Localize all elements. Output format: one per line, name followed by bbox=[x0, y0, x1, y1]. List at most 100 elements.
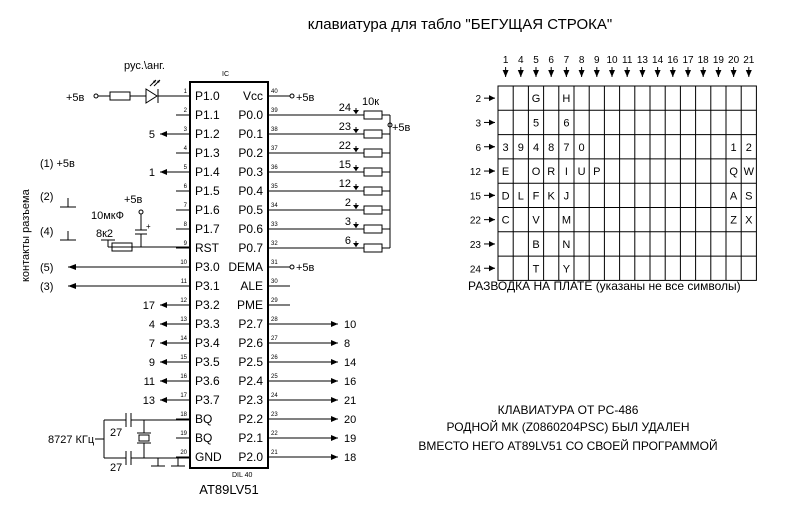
pin-name-right: P0.2 bbox=[238, 146, 263, 160]
matrix-col-label: 20 bbox=[728, 55, 740, 66]
matrix-key-symbol: 3 bbox=[503, 142, 509, 154]
matrix-key-symbol: J bbox=[564, 190, 570, 202]
pin-name-left: GND bbox=[195, 450, 222, 464]
pin-number-left: 6 bbox=[184, 184, 188, 190]
matrix-row-label: 3 bbox=[475, 118, 481, 129]
note-line-1: КЛАВИАТУРА ОТ PC-486 bbox=[498, 403, 639, 417]
pin-name-left: P1.1 bbox=[195, 108, 220, 122]
pin-name-left: P3.5 bbox=[195, 355, 220, 369]
pullup-resistor bbox=[363, 167, 383, 177]
pin-number-right: 36 bbox=[271, 165, 278, 171]
vcc-terminal bbox=[289, 93, 295, 99]
port-wire-label-left: 13 bbox=[143, 395, 155, 407]
matrix-key-symbol: L bbox=[518, 190, 524, 202]
pin-name-right: P2.2 bbox=[238, 412, 263, 426]
pin-number-right: 27 bbox=[271, 336, 278, 342]
port-wire-label-right: 2 bbox=[345, 197, 351, 209]
port-wire-label-right: 20 bbox=[344, 414, 356, 426]
pin-name-left: P1.6 bbox=[195, 203, 220, 217]
matrix-key-symbol: 1 bbox=[731, 142, 737, 154]
port-wire-label-right: 19 bbox=[344, 433, 356, 445]
crystal-frequency-label: 8727 КГц bbox=[48, 434, 95, 446]
conn-pin2-label: (2) bbox=[40, 191, 53, 203]
matrix-key-symbol: 8 bbox=[548, 142, 554, 154]
pin-number-left: 1 bbox=[184, 89, 188, 95]
pin-name-left: P3.0 bbox=[195, 260, 220, 274]
matrix-row-label: 22 bbox=[470, 216, 482, 227]
matrix-col-label: 17 bbox=[682, 55, 694, 66]
pin-name-right: P2.0 bbox=[238, 450, 263, 464]
pullup-resistor bbox=[363, 243, 383, 253]
led-label: рус.\анг. bbox=[124, 60, 165, 72]
pullup-resistor bbox=[363, 129, 383, 139]
pin-name-right: P2.5 bbox=[238, 355, 263, 369]
conn-pin1-label: (1) +5в bbox=[40, 158, 75, 170]
pin-number-right: 40 bbox=[271, 89, 278, 95]
port-wire-label-right: 12 bbox=[339, 178, 351, 190]
matrix-key-symbol: B bbox=[532, 239, 539, 251]
pin-number-left: 7 bbox=[184, 203, 188, 209]
led-resistor bbox=[109, 91, 131, 101]
pin-number-right: 32 bbox=[271, 241, 278, 247]
pin-number-right: 33 bbox=[271, 222, 278, 228]
matrix-key-symbol: K bbox=[548, 190, 556, 202]
matrix-key-symbol: V bbox=[532, 215, 540, 227]
pin-number-left: 5 bbox=[184, 165, 188, 171]
pin-name-left: P3.4 bbox=[195, 336, 220, 350]
pin-number-right: 35 bbox=[271, 184, 278, 190]
pin-number-left: 16 bbox=[180, 374, 187, 380]
matrix-key-symbol: R bbox=[547, 166, 555, 178]
matrix-row-label: 15 bbox=[470, 191, 482, 202]
matrix-key-symbol: N bbox=[562, 239, 570, 251]
port-wire-label-right: 6 bbox=[345, 235, 351, 247]
matrix-col-label: 8 bbox=[579, 55, 585, 66]
pin-name-left: P3.3 bbox=[195, 317, 220, 331]
chip-part-name: AT89LV51 bbox=[199, 482, 259, 497]
pin-name-right: P2.3 bbox=[238, 393, 263, 407]
led-circuit: +5в рус.\анг. bbox=[66, 60, 190, 104]
port-wire-label-left: 4 bbox=[149, 319, 155, 331]
cap-value-label: 10мкФ bbox=[91, 210, 124, 222]
pin-number-right: 34 bbox=[271, 203, 278, 209]
pin-name-left: P1.5 bbox=[195, 184, 220, 198]
pin-name-right: P2.7 bbox=[238, 317, 263, 331]
chip-package-label: DIL 40 bbox=[232, 472, 252, 479]
pin-name-left: P3.1 bbox=[195, 279, 220, 293]
port-wire-label-right: 21 bbox=[344, 395, 356, 407]
matrix-key-symbol: W bbox=[744, 166, 755, 178]
pin-number-right: 21 bbox=[271, 450, 278, 456]
port-wire-label-left: 11 bbox=[144, 376, 155, 388]
matrix-key-symbol: 0 bbox=[579, 142, 585, 154]
pin-name-left: RST bbox=[195, 241, 220, 255]
matrix-key-symbol: U bbox=[578, 166, 586, 178]
pin-number-left: 18 bbox=[180, 412, 187, 418]
matrix-row-label: 2 bbox=[475, 94, 481, 105]
pin-number-left: 9 bbox=[184, 241, 188, 247]
port-wire-label-right: 8 bbox=[344, 338, 350, 350]
pin-number-right: 39 bbox=[271, 108, 278, 114]
pin-name-left: P1.4 bbox=[195, 165, 220, 179]
pin-number-right: 29 bbox=[271, 298, 278, 304]
chip-body bbox=[189, 81, 269, 469]
matrix-col-label: 4 bbox=[518, 55, 524, 66]
matrix-key-symbol: 6 bbox=[563, 117, 569, 129]
matrix-col-label: 1 bbox=[503, 55, 509, 66]
note-line-2: РОДНОЙ МК (Z0860204PSC) БЫЛ УДАЛЕН bbox=[447, 419, 690, 434]
pin-name-right: Vcc bbox=[243, 89, 263, 103]
matrix-col-label: 5 bbox=[533, 55, 539, 66]
pullup-resistors: 10к +5в bbox=[290, 96, 411, 253]
matrix-key-symbol: G bbox=[532, 93, 541, 105]
port-wire-label-right: 16 bbox=[344, 376, 356, 388]
pin-number-right: 22 bbox=[271, 431, 278, 437]
connector: контакты разъема (1) +5в (2) (4) (5) (3) bbox=[20, 158, 190, 293]
matrix-key-symbol: S bbox=[745, 190, 752, 202]
matrix-key-symbol: 2 bbox=[746, 142, 752, 154]
pin-name-right: P0.7 bbox=[238, 241, 263, 255]
conn-pin5-label: (5) bbox=[40, 262, 53, 274]
res-value-label: 8к2 bbox=[96, 228, 113, 240]
vcc-supply: +5в bbox=[289, 92, 315, 104]
dema-supply: +5в bbox=[289, 262, 315, 274]
pin-number-left: 3 bbox=[184, 127, 188, 133]
matrix-row-label: 6 bbox=[475, 143, 481, 154]
